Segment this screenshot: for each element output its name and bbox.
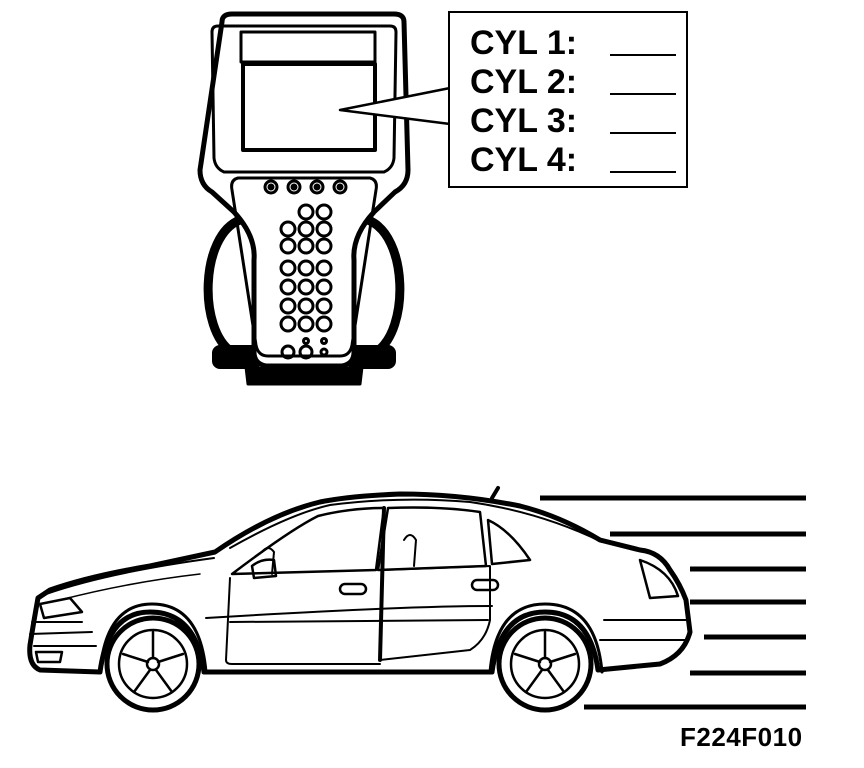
car-door-handle-front [338,582,368,596]
tester-base [244,365,364,386]
diagnostic-tester-icon [197,11,452,386]
car-door-handle-rear [470,578,500,592]
car-side-view-icon [27,486,693,713]
tester-bezel [210,24,398,174]
car-antenna [490,486,500,500]
car-mirror [250,558,278,580]
car-quarter-window [486,518,532,566]
cyl-label-3: CYL 3: [470,102,578,140]
car-tail-light [638,558,680,600]
car-headlight [38,596,84,620]
car-grille [29,621,97,647]
car-roof-line [229,498,603,549]
car-front-arch [98,602,208,674]
tester-handle-right [363,215,405,357]
car-front-wheel [104,615,202,713]
car-rear-window [376,506,488,572]
car-rear-bumper [599,619,689,641]
tester-handle-left [203,215,245,357]
car-rear-door [379,565,491,661]
car-hood [45,557,215,595]
cylinder-callout-box: CYL 1: CYL 2: CYL 3: CYL 4: [448,11,688,188]
cyl-label-4: CYL 4: [470,141,578,179]
car-seat-front [261,547,275,575]
car-rear-arch [488,602,604,674]
car-hood-line-2 [59,573,201,601]
car-side-molding [229,619,489,623]
cyl-blank-2 [610,93,676,95]
car-rear-wheel [496,615,594,713]
cyl-row-1: CYL 1: [470,24,680,62]
figure-code: F224F010 [680,722,803,752]
motion-lines-icon [540,495,806,710]
cyl-row-3: CYL 3: [470,102,680,140]
car-fog-light [34,650,64,664]
car-front-door [225,577,381,665]
car-side-crease [205,605,493,619]
tester-keypad [279,203,333,360]
tester-keypad-panel [230,176,378,358]
cyl-blank-3 [610,132,676,134]
cyl-label-1: CYL 1: [470,24,578,62]
cyl-label-2: CYL 2: [470,63,578,101]
cyl-blank-1 [610,54,676,56]
cyl-row-2: CYL 2: [470,63,680,101]
cyl-blank-4 [610,171,676,173]
tester-body [197,11,411,369]
tester-function-keys [263,179,348,195]
car-seat-rear [403,534,417,567]
car-b-pillar [378,506,386,662]
cyl-row-4: CYL 4: [470,141,680,179]
